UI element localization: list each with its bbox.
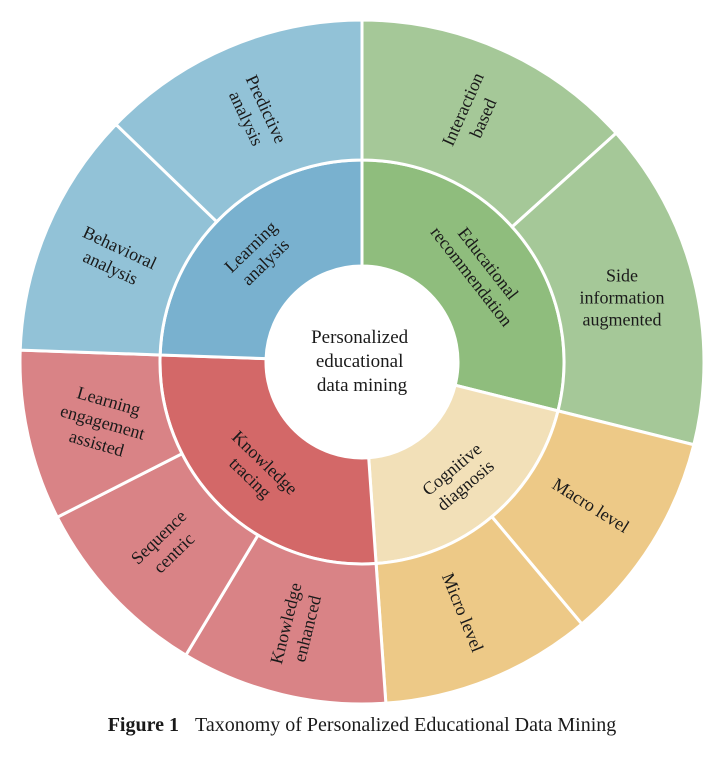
outer-segment-side-information-augmented: [509, 131, 706, 447]
center-label-line: educational: [316, 351, 404, 372]
figure-caption-label: Figure 1: [107, 714, 179, 736]
outer-label-side-information-augmented-line: Side: [606, 266, 638, 286]
outer-label-side-information-augmented-line: augmented: [583, 310, 662, 330]
outer-segment-predictive-analysis: [113, 18, 364, 224]
outer-label-side-information-augmented-line: information: [580, 288, 665, 308]
center-label-line: data mining: [317, 375, 408, 396]
figure-caption: Figure 1 Taxonomy of Personalized Educati…: [0, 714, 724, 737]
taxonomy-sunburst-diagram: EducationalrecommendationInteractionbase…: [18, 18, 706, 706]
center-hole: [266, 266, 458, 458]
sunburst-rings: [18, 18, 706, 706]
center-label: Personalized educational data mining: [311, 327, 413, 396]
center-label-line: Personalized: [311, 327, 409, 348]
figure-caption-text: Taxonomy of Personalized Educational Dat…: [195, 714, 617, 736]
